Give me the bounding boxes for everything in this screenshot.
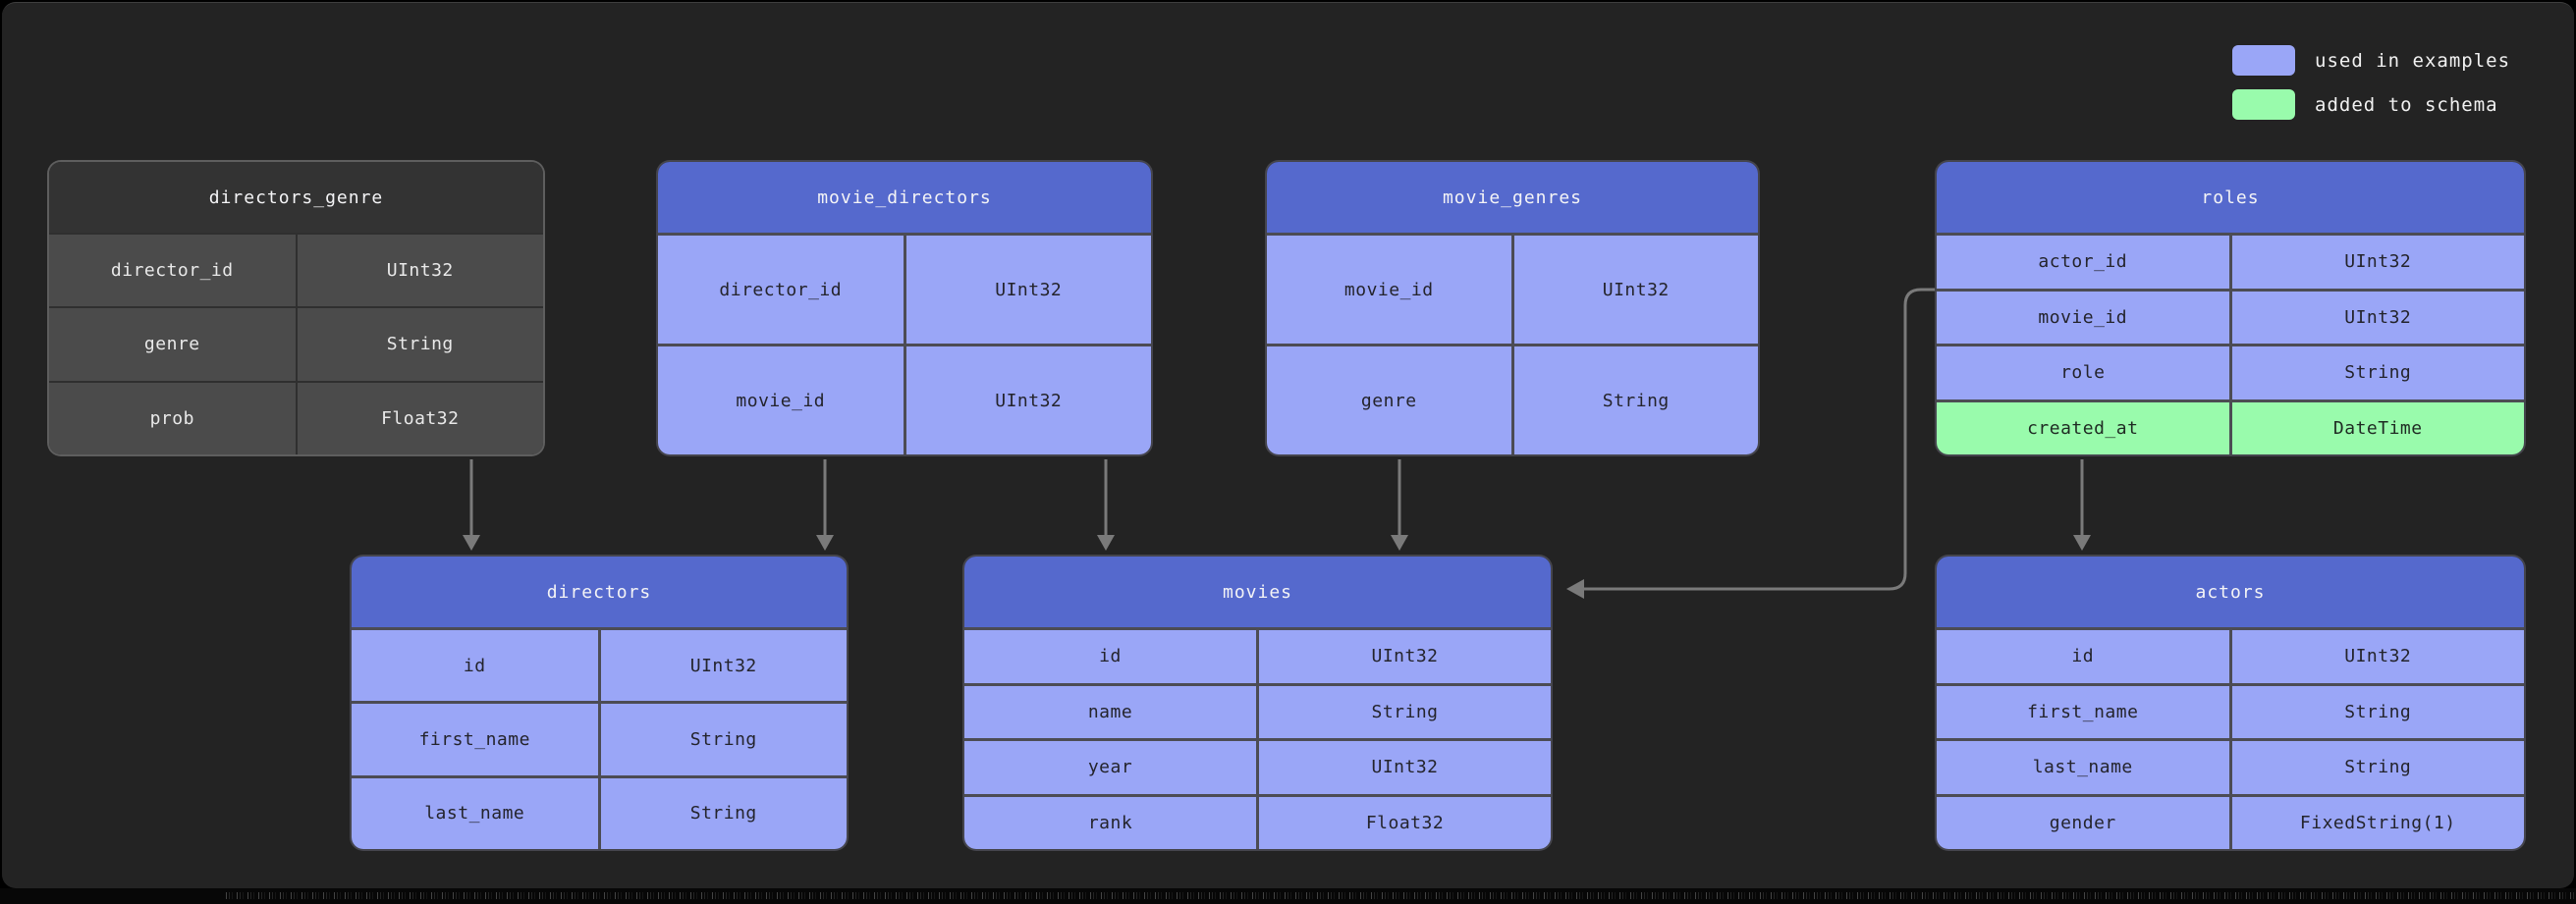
field-type: String [2228,346,2525,399]
field-name: genre [1360,390,1417,411]
field-row-actor_id: actor_id UInt32 [1937,233,2524,289]
field-name: prob [149,407,194,429]
table-title-roles: roles [1937,162,2524,233]
used-in-examples-swatch [2232,45,2295,76]
field-name: first_name [2027,701,2139,722]
added-to-schema-swatch [2232,89,2295,120]
field-row-first_name: first_name String [352,701,848,775]
field-type: String [295,308,544,381]
field-type: UInt32 [903,236,1152,344]
field-type: String [2228,741,2525,794]
field-type: UInt32 [2228,630,2525,683]
field-row-created_at: created_at DateTime [1937,399,2525,454]
table-body: movie_id UInt32 genre String [1267,233,1758,454]
field-row-year: year UInt32 [964,738,1551,794]
field-row-id: id UInt32 [352,627,848,702]
table-title-directors_genre: directors_genre [49,162,543,233]
field-name: movie_id [2038,306,2128,328]
table-movie_genres: movie_genres movie_id UInt32 genre String [1267,162,1758,454]
bottom-artifact-strip [0,888,2576,904]
field-row-first_name: first_name String [1937,682,2525,738]
field-type: Float32 [1256,796,1551,849]
field-type: UInt32 [903,346,1152,454]
field-name: last_name [424,803,525,824]
field-name: role [2060,362,2106,384]
field-row-last_name: last_name String [1937,738,2524,794]
field-name: year [1087,757,1133,778]
field-name: rank [1087,812,1133,833]
field-name: movie_id [736,390,826,411]
legend-item-added-to-schema: added to schema [2232,89,2510,120]
table-title-directors: directors [352,557,847,627]
field-name: last_name [2032,757,2133,778]
field-row-name: name String [964,682,1551,738]
field-row-genre: genre String [49,306,544,381]
field-row-prob: prob Float32 [49,380,544,454]
legend-label: used in examples [2315,49,2511,72]
field-type: String [2228,685,2525,738]
field-type: UInt32 [1510,236,1759,344]
field-type: UInt32 [597,630,848,702]
field-type: UInt32 [2228,236,2525,289]
field-row-last_name: last_name String [352,774,848,849]
field-row-movie_id: movie_id UInt32 [1937,288,2525,344]
field-row-director_id: director_id UInt32 [49,233,544,307]
table-title-movies: movies [964,557,1551,627]
table-body: director_id UInt32 genre String prob Float32 [49,233,543,454]
field-row-movie_id: movie_id UInt32 [1267,233,1758,344]
field-type: UInt32 [2228,291,2525,344]
field-name: director_id [719,279,843,300]
legend-item-used-in-examples: used in examples [2232,45,2510,76]
field-type: FixedString(1) [2228,796,2525,849]
field-type: Float32 [295,382,544,454]
field-row-genre: genre String [1267,344,1758,454]
field-type: UInt32 [1256,741,1551,794]
field-name: created_at [2027,417,2139,439]
table-title-actors: actors [1937,557,2524,627]
field-row-gender: gender FixedString(1) [1937,793,2525,849]
field-type: String [597,704,848,775]
field-name: id [463,655,486,676]
field-row-role: role String [1937,344,2524,399]
legend: used in examples added to schema [2232,45,2510,120]
field-type: DateTime [2228,401,2525,454]
field-type: String [597,777,848,849]
field-name: id [1099,646,1122,667]
table-title-movie_genres: movie_genres [1267,162,1758,233]
field-name: movie_id [1343,279,1434,300]
field-row-id: id UInt32 [964,627,1551,683]
table-directors_genre: directors_genre director_id UInt32 genre Str… [49,162,543,454]
field-name: gender [2049,812,2116,833]
field-row-movie_id: movie_id UInt32 [658,344,1151,454]
field-row-id: id UInt32 [1937,627,2524,683]
field-type: UInt32 [295,235,544,307]
legend-label: added to schema [2315,93,2498,116]
field-name: first_name [418,728,530,750]
field-name: director_id [110,260,234,282]
field-type: String [1256,685,1551,738]
field-name: actor_id [2038,251,2128,273]
field-row-rank: rank Float32 [964,793,1551,849]
field-row-director_id: director_id UInt32 [658,233,1151,344]
field-name: genre [143,334,200,355]
field-type: String [1510,346,1759,454]
field-name: name [1087,701,1133,722]
field-type: UInt32 [1256,630,1551,683]
table-title-movie_directors: movie_directors [658,162,1151,233]
field-name: id [2071,646,2095,667]
